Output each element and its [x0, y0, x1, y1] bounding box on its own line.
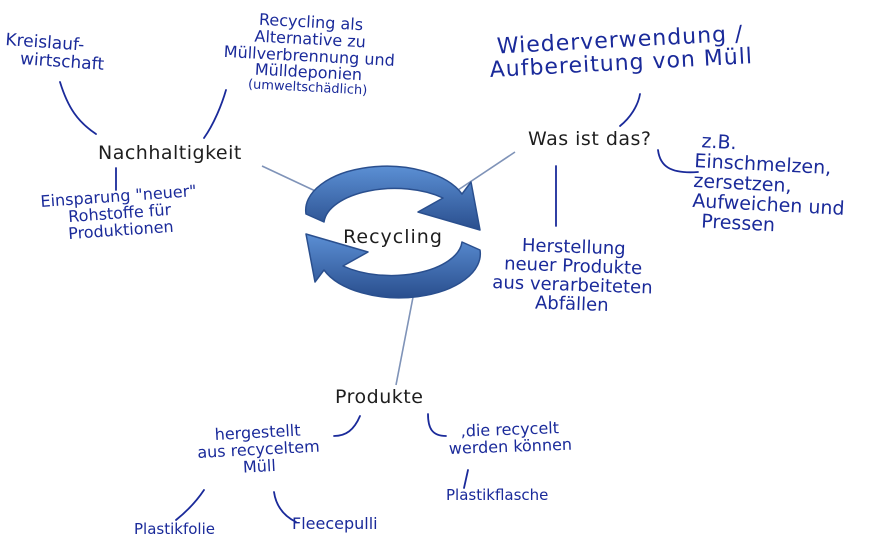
note-kreislaufwirtschaft: Kreislauf- wirtschaft — [4, 30, 106, 75]
recycling-cycle-icon — [304, 165, 482, 299]
stroke-plastikfolie — [175, 489, 205, 521]
stroke-alternative — [203, 89, 227, 139]
note-recycling-alternative: Recycling als Alternative zu Müllverbren… — [222, 10, 397, 100]
center-label: Recycling — [343, 226, 443, 248]
note-fleecepulli: Fleecepulli — [292, 514, 378, 533]
branch-produkte: Produkte — [335, 386, 424, 408]
note-recycelt-werden: ,die recycelt werden können — [448, 418, 573, 458]
stroke-wiederverwendung — [619, 93, 641, 127]
connector-was-ist-das — [454, 151, 516, 193]
stroke-fleecepulli — [273, 491, 297, 523]
note-plastikfolie: Plastikfolie — [134, 520, 215, 538]
cycle-arrow-bottom — [305, 233, 482, 299]
cycle-arrow-top — [304, 165, 481, 231]
note-herstellung: Herstellung neuer Produkte aus verarbeit… — [491, 235, 654, 317]
branch-nachhaltigkeit: Nachhaltigkeit — [98, 142, 242, 164]
note-zum-beispiel: z.B. Einschmelzen, zersetzen, Aufweichen… — [691, 130, 848, 240]
stroke-hergestellt — [333, 415, 361, 437]
note-plastikflasche: Plastikflasche — [446, 486, 549, 504]
branch-was-ist-das: Was ist das? — [528, 128, 652, 150]
note-hergestellt: hergestellt aus recyceltem Müll — [196, 421, 321, 479]
handwritten-connectors — [59, 81, 699, 523]
stroke-kreislauf — [59, 81, 97, 135]
stroke-plastikflasche — [463, 469, 469, 489]
stroke-recycelt — [427, 413, 447, 437]
stroke-zb — [657, 149, 699, 174]
connector-produkte — [395, 291, 415, 386]
